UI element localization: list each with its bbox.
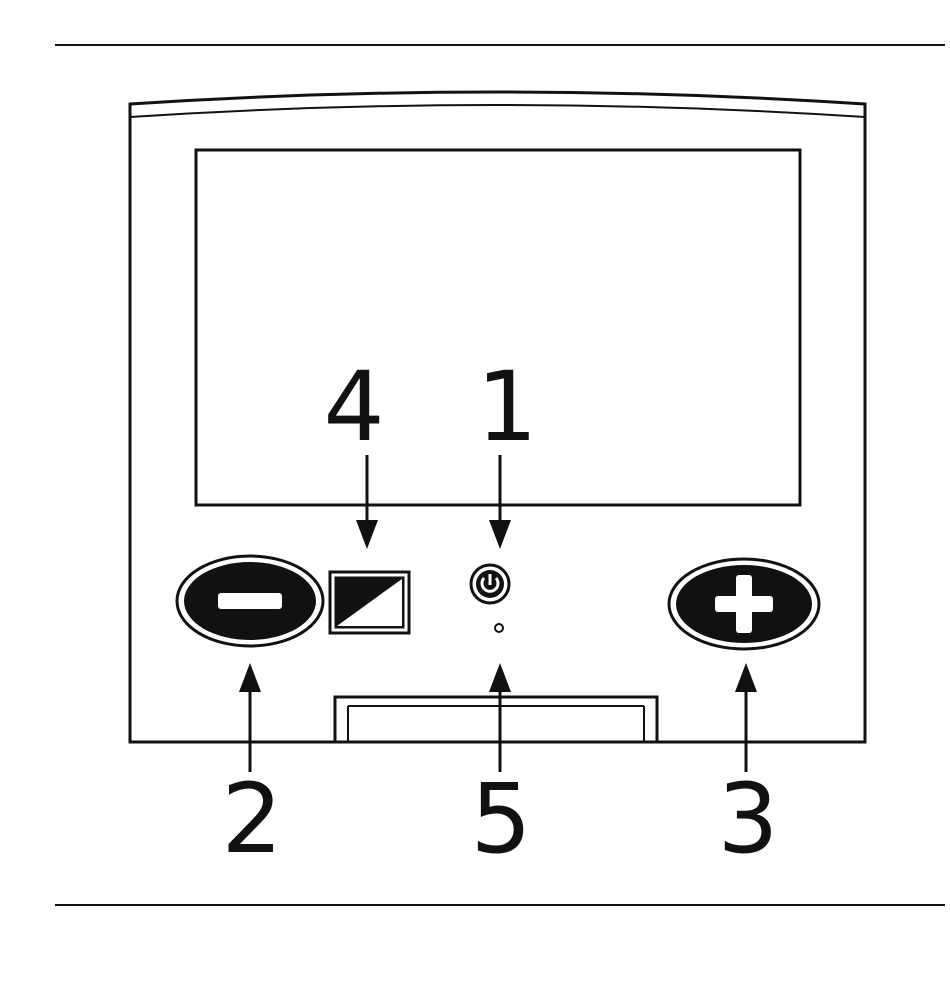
callout-indicator: 5 xyxy=(470,763,531,875)
callout-zoom-in: 3 xyxy=(717,763,778,875)
power-button[interactable] xyxy=(471,565,509,603)
contrast-button[interactable] xyxy=(330,572,409,633)
contrast-icon xyxy=(337,579,402,626)
callout-zoom-out: 2 xyxy=(221,763,282,875)
zoom-out-button[interactable] xyxy=(177,556,323,646)
callout-contrast: 4 xyxy=(323,351,384,463)
minus-icon xyxy=(218,593,282,609)
zoom-in-button[interactable] xyxy=(669,559,819,649)
indicator-light-icon xyxy=(495,624,503,632)
bottom-slot xyxy=(335,697,657,742)
indicator-light xyxy=(495,624,503,632)
callout-power: 1 xyxy=(476,351,537,463)
